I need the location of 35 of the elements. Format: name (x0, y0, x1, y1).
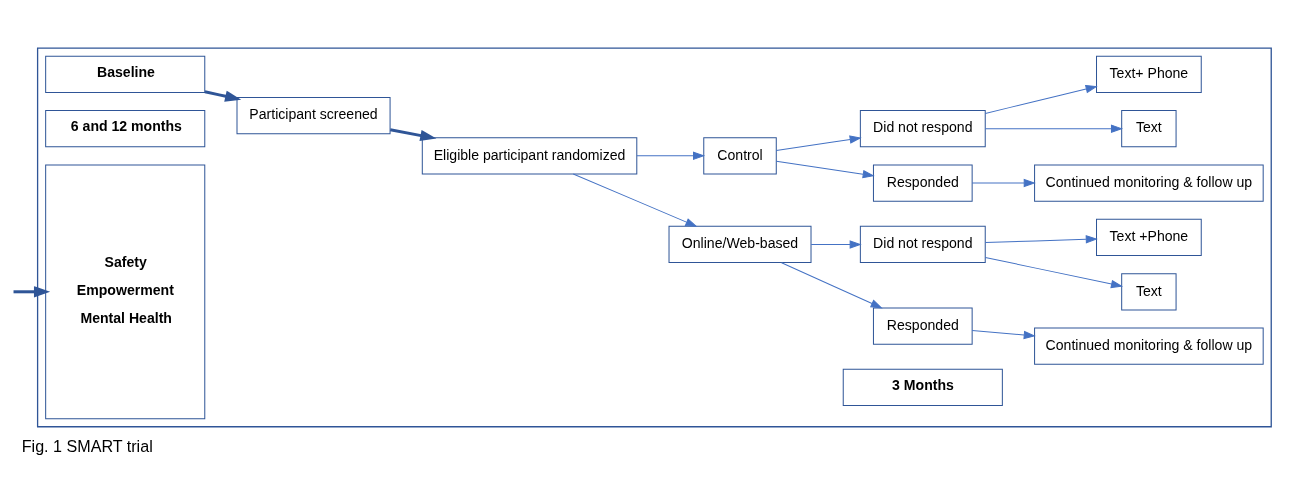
node-box: Participant screened (236, 96, 391, 135)
node-box: Did not respond (859, 225, 986, 264)
node-box: Text+ Phone (1096, 55, 1202, 93)
arrow (775, 160, 875, 179)
arrow (984, 124, 1124, 133)
node-box: 3 Months (842, 368, 1003, 407)
arrow (971, 178, 1036, 188)
node-box: Text (1121, 273, 1177, 311)
node-box: Online/Web-based (668, 225, 812, 264)
arrow (13, 286, 51, 298)
node-box: Did not respond (859, 110, 986, 148)
arrow (984, 84, 1098, 114)
node-box: Responded (872, 307, 973, 345)
node-box: Eligible participant randomized (421, 137, 638, 175)
arrow (204, 90, 242, 102)
arrow (810, 240, 862, 249)
arrow (572, 173, 698, 227)
node-box: Baseline (45, 55, 206, 93)
caption: Fig. 1 SMART trial (21, 436, 153, 455)
arrow (390, 128, 437, 142)
arrow (775, 135, 862, 152)
arrow (984, 256, 1124, 289)
arrow (984, 235, 1098, 244)
node-box: Text +Phone (1096, 218, 1202, 257)
node-box: Continued monitoring & follow up (1034, 327, 1264, 365)
node-box: Text (1121, 110, 1177, 148)
node-box: Control (703, 137, 777, 175)
arrow (781, 262, 883, 309)
cluster (36, 47, 1272, 428)
node-box: Safety Empowerment Mental Health (45, 164, 206, 420)
arrow (971, 329, 1036, 340)
node-box: 6 and 12 months (45, 110, 206, 148)
node-box: Responded (872, 164, 973, 202)
node-box: Continued monitoring & follow up (1034, 164, 1264, 202)
arrow (636, 151, 706, 161)
